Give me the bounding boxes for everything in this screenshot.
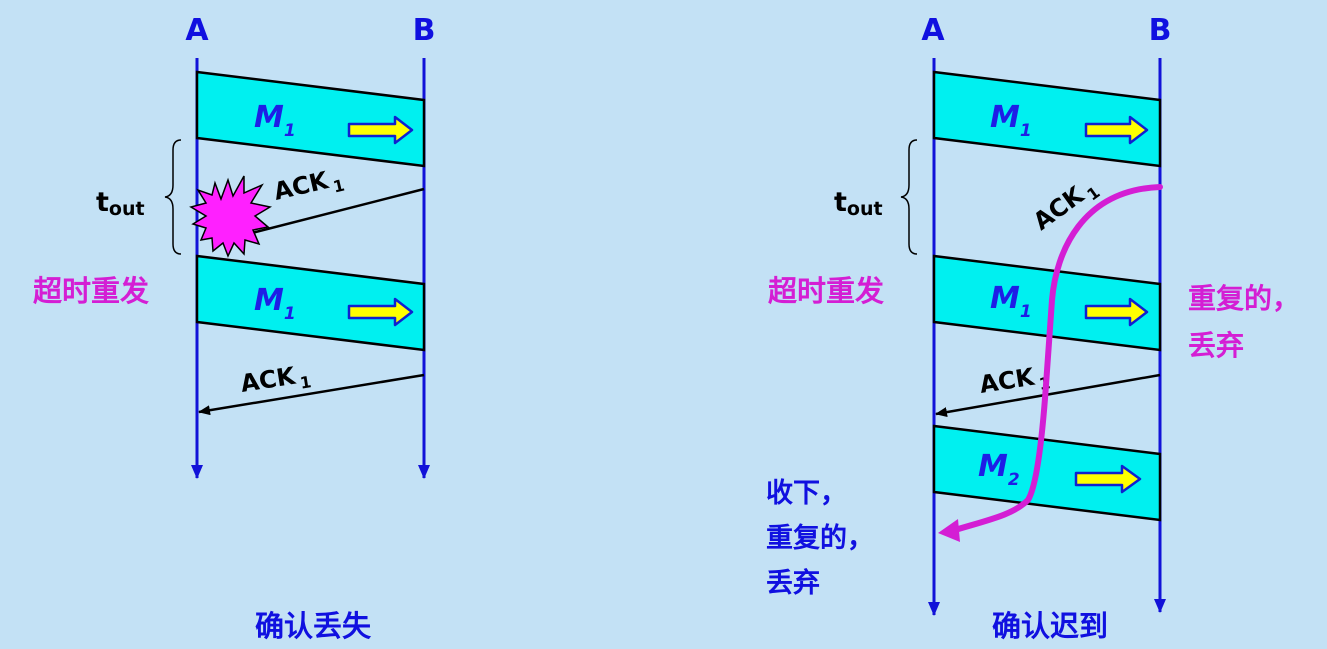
direction-arrow-icon xyxy=(347,297,414,327)
ack-late-label: ACK1 xyxy=(1028,172,1103,239)
timeout-label: tout xyxy=(834,187,883,220)
packet-m1 xyxy=(195,70,426,168)
diagram-caption: 确认迟到 xyxy=(992,609,1108,643)
duplicate-note-b-line1: 重复的， xyxy=(1188,282,1300,315)
node-b-label: B xyxy=(413,13,436,48)
timeout-brace xyxy=(900,139,918,255)
retransmit-label: 超时重发 xyxy=(768,274,884,308)
packet-m2 xyxy=(932,424,1162,522)
duplicate-note-a-line2: 重复的， xyxy=(766,522,874,554)
ack-line xyxy=(198,373,425,416)
packet-label: M1 xyxy=(254,100,296,141)
delayed-ack-arrowhead-icon xyxy=(938,519,960,542)
duplicate-note-a-line3: 丢弃 xyxy=(766,567,820,599)
timeout-label: tout xyxy=(96,187,145,220)
packet-label: M1 xyxy=(254,283,296,324)
direction-arrow-icon xyxy=(1074,464,1142,494)
packet-m1 xyxy=(932,70,1162,168)
packet-m1-retransmit xyxy=(932,254,1162,352)
packet-label: M2 xyxy=(978,449,1020,490)
delayed-ack-curve xyxy=(952,184,1163,533)
node-a-label: A xyxy=(921,13,945,48)
direction-arrow-icon xyxy=(1084,297,1149,327)
node-a-label: A xyxy=(185,13,209,48)
packet-label: M1 xyxy=(990,281,1032,322)
packet-label: M1 xyxy=(990,100,1032,141)
direction-arrow-icon xyxy=(1084,115,1149,145)
duplicate-note-a-line1: 收下， xyxy=(766,478,847,509)
ack-lost-line xyxy=(239,187,425,238)
packet-m1-retransmit xyxy=(195,254,426,352)
timeout-brace xyxy=(164,139,182,255)
retransmit-label: 超时重发 xyxy=(33,274,149,308)
duplicate-note-b-line2: 丢弃 xyxy=(1188,329,1244,362)
node-b-label: B xyxy=(1149,13,1172,48)
loss-burst-icon xyxy=(189,175,273,258)
diagram-caption: 确认丢失 xyxy=(255,609,372,643)
ack-lost-label: ACK1 xyxy=(271,163,346,210)
direction-arrow-icon xyxy=(347,115,414,145)
